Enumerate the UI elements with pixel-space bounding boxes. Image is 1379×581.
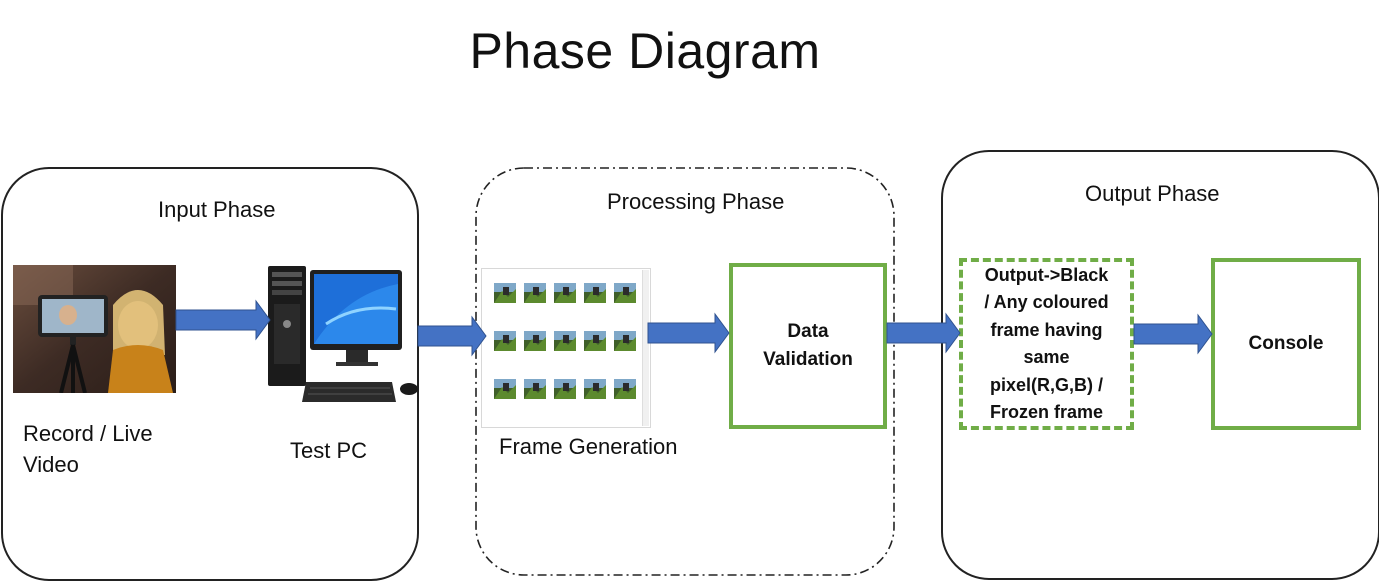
frame-thumbnail: [524, 331, 546, 351]
output-phase-label: Output Phase: [1085, 181, 1220, 206]
data-validation-box: Data Validation: [729, 263, 887, 429]
frame-thumbnail: [524, 379, 546, 399]
console-label: Console: [1248, 333, 1324, 354]
frame-grid-scrollbar: [642, 270, 649, 426]
frame-grid: [481, 268, 651, 428]
frame-thumbnail: [584, 283, 606, 303]
processing-phase-label: Processing Phase: [607, 189, 785, 214]
frame-thumbnail: [614, 331, 636, 351]
frame-thumbnail: [494, 331, 516, 351]
test-pc-caption: Test PC: [290, 438, 368, 463]
frame-thumbnail: [494, 283, 516, 303]
console-box: Console: [1211, 258, 1361, 430]
frame-thumbnail: [524, 283, 546, 303]
frame-thumbnail: [614, 283, 636, 303]
record-live-caption-line1: Record / Live: [23, 421, 153, 446]
output-result-line: Frozen frame: [989, 402, 1103, 422]
input-phase-label: Input Phase: [158, 197, 276, 222]
output-result-line: frame having: [990, 319, 1103, 340]
output-result-line: same: [1023, 347, 1070, 367]
frame-thumbnail: [584, 331, 606, 351]
diagram-title: Phase Diagram: [469, 23, 821, 79]
data-validation-line1: Data: [787, 321, 829, 342]
frame-thumbnail: [554, 331, 576, 351]
output-result-line: / Any coloured: [984, 292, 1109, 312]
test-pc-icon: [268, 266, 418, 402]
frame-thumbnail: [614, 379, 636, 399]
output-result-line: Output->Black: [984, 264, 1109, 285]
frame-thumbnail: [554, 379, 576, 399]
output-result-line: pixel(R,G,B) /: [989, 374, 1103, 395]
frame-generation-caption: Frame Generation: [499, 434, 678, 459]
frame-thumbnail: [554, 283, 576, 303]
output-result-box: Output->Black / Any coloured frame having s…: [959, 258, 1134, 430]
record-live-caption-line2: Video: [23, 452, 79, 477]
frame-thumbnail: [584, 379, 606, 399]
live-video-photo: [13, 265, 176, 393]
frame-thumbnail: [494, 379, 516, 399]
data-validation-line2: Validation: [763, 349, 853, 370]
